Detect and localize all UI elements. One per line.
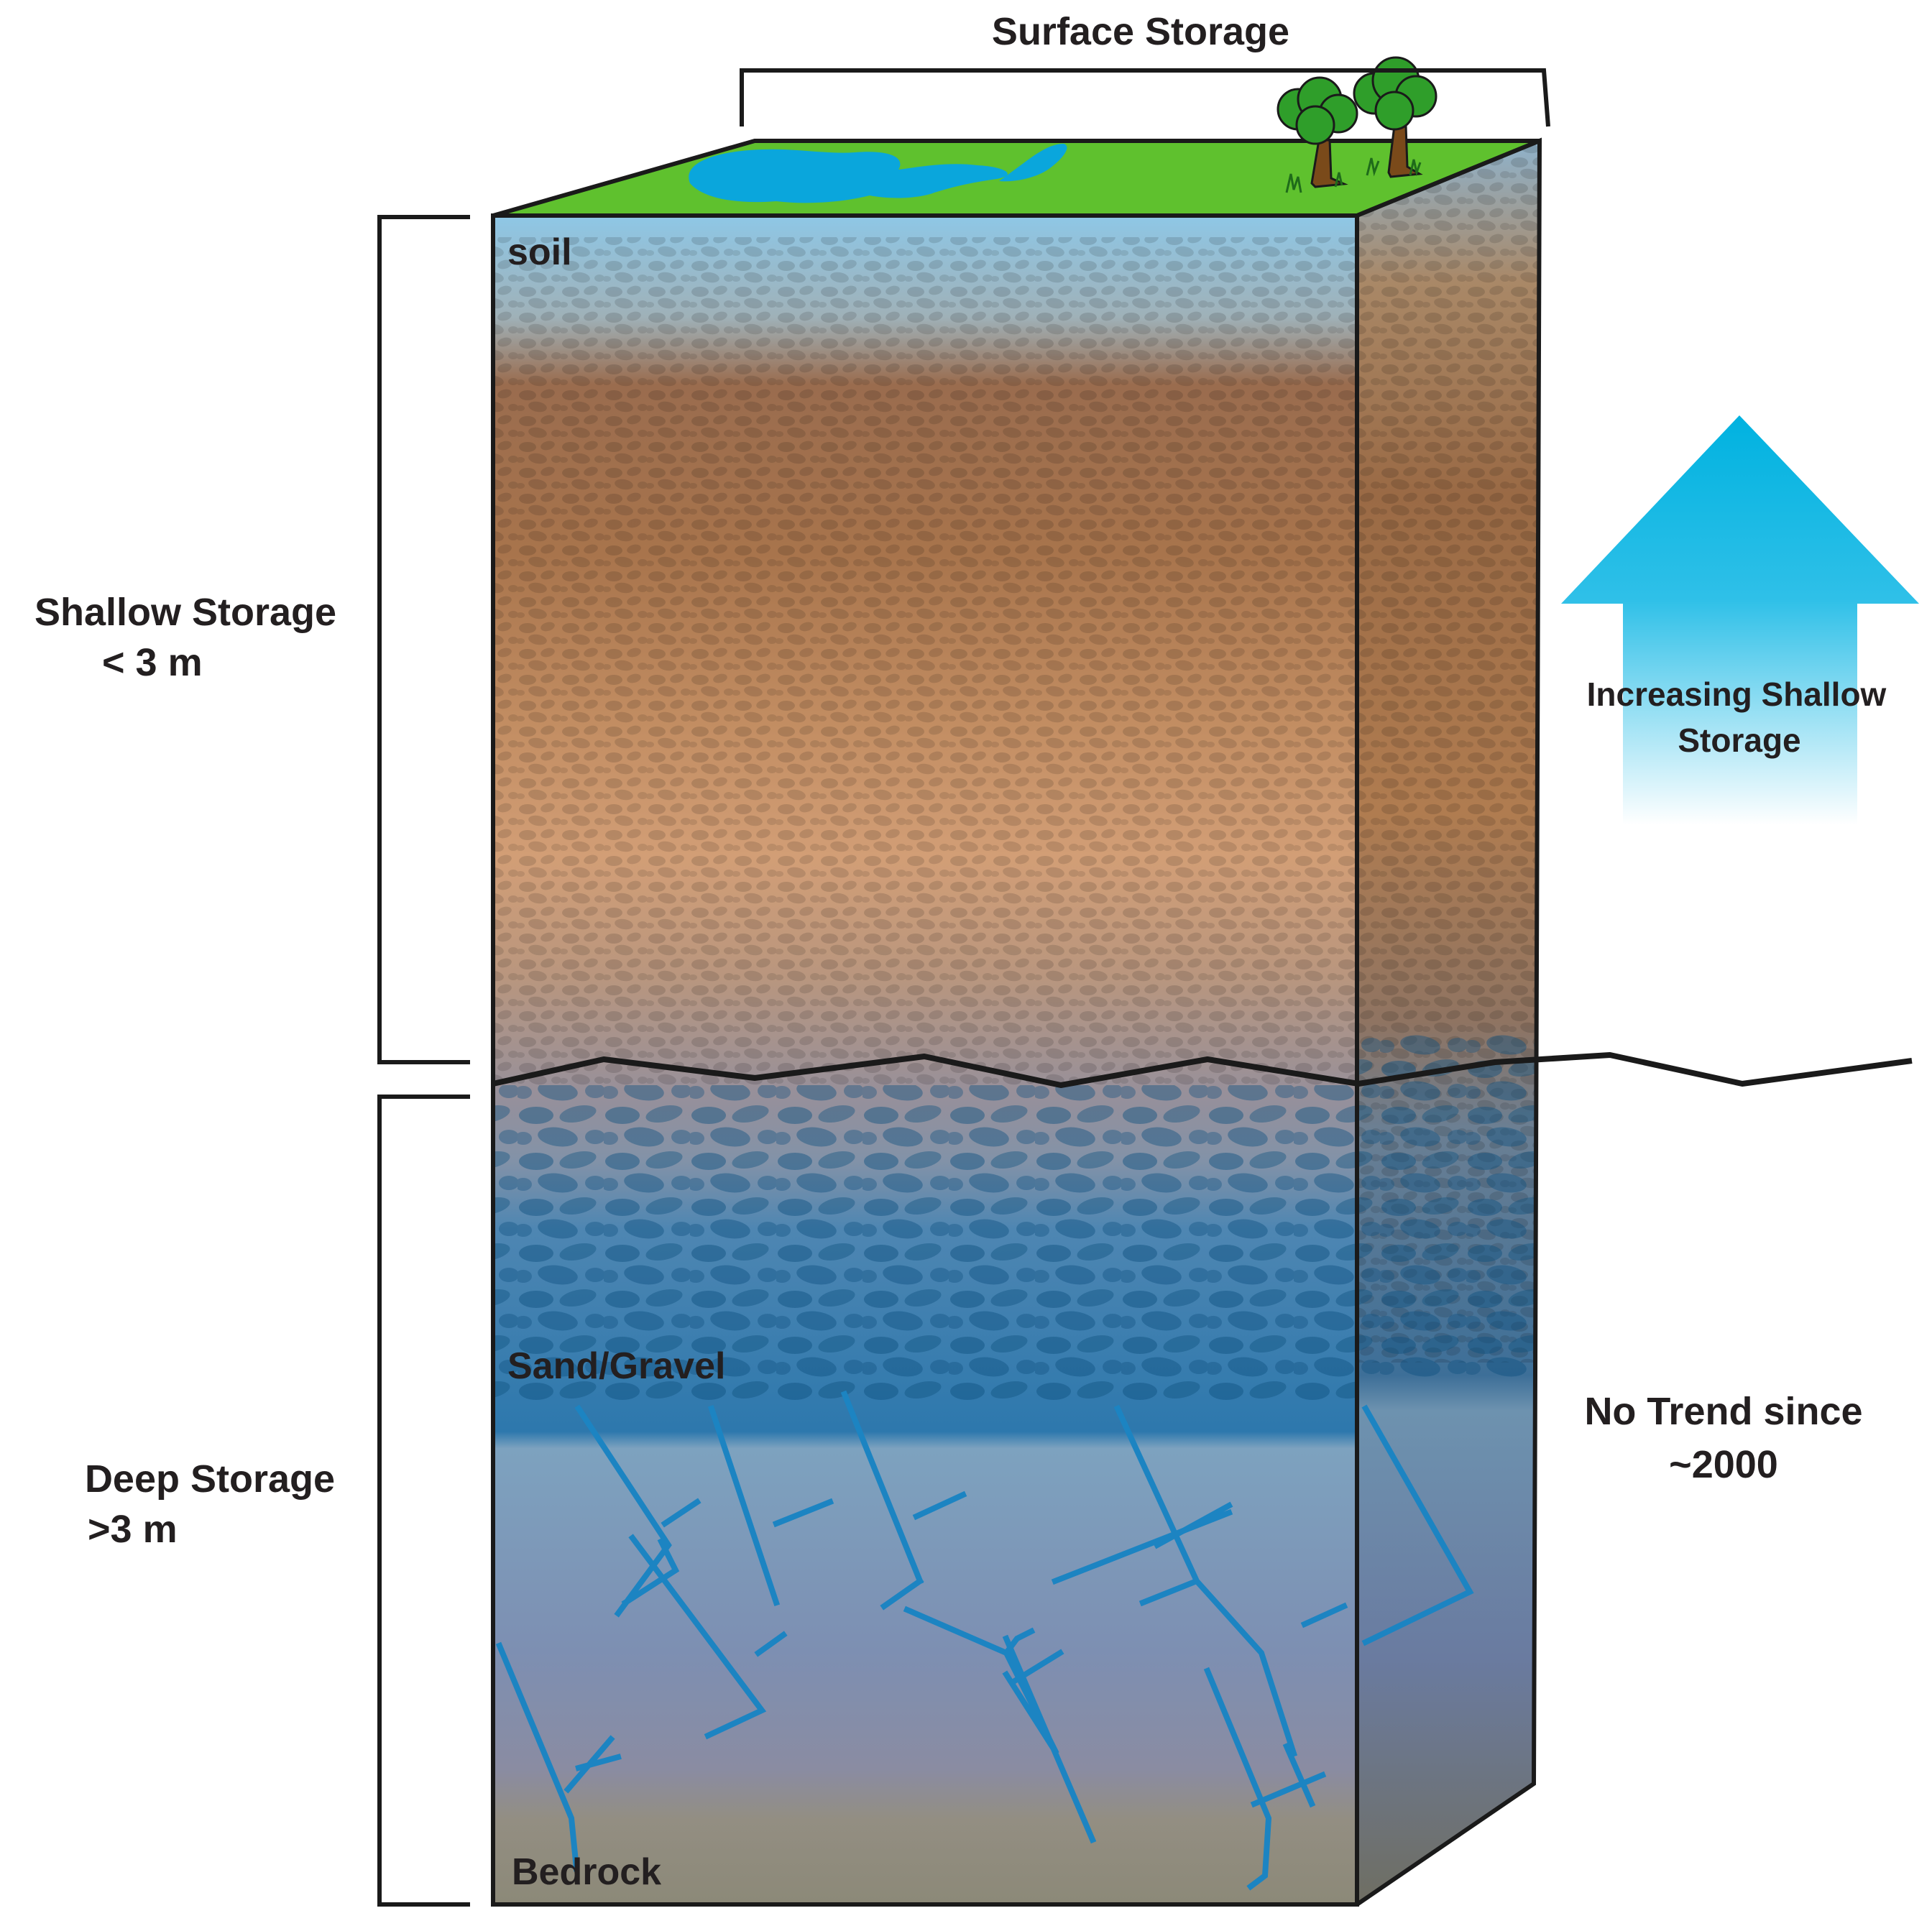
layer-label-bedrock: Bedrock [512, 1851, 661, 1893]
surface-storage-bracket [740, 68, 1550, 127]
layer-label-soil: soil [507, 231, 572, 273]
arrow-label-line2: Storage [1678, 722, 1800, 759]
no-trend-label-line2: ~2000 [1669, 1443, 1778, 1486]
deep-depth-label: >3 m [88, 1508, 178, 1551]
tree-icon [1353, 56, 1438, 178]
tree-icon [1276, 76, 1358, 193]
shallow-storage-label: Shallow Storage [34, 591, 336, 634]
bedrock-fractures [495, 1390, 1474, 1891]
surface-storage-label: Surface Storage [992, 10, 1289, 53]
deep-storage-label: Deep Storage [85, 1457, 335, 1501]
layer-label-sand-gravel: Sand/Gravel [507, 1345, 725, 1387]
deep-storage-bracket [377, 1095, 470, 1907]
up-arrow-icon [1561, 415, 1919, 825]
arrow-label-line1: Increasing Shallow [1587, 676, 1887, 713]
shallow-depth-label: < 3 m [102, 641, 203, 684]
pond-icon [689, 144, 1067, 203]
side-face-outline [1356, 137, 1542, 1907]
no-trend-label-line1: No Trend since [1584, 1390, 1862, 1433]
shallow-deep-boundary [492, 1052, 1913, 1088]
front-face-outline [491, 213, 1359, 1907]
shallow-storage-bracket [377, 215, 470, 1064]
